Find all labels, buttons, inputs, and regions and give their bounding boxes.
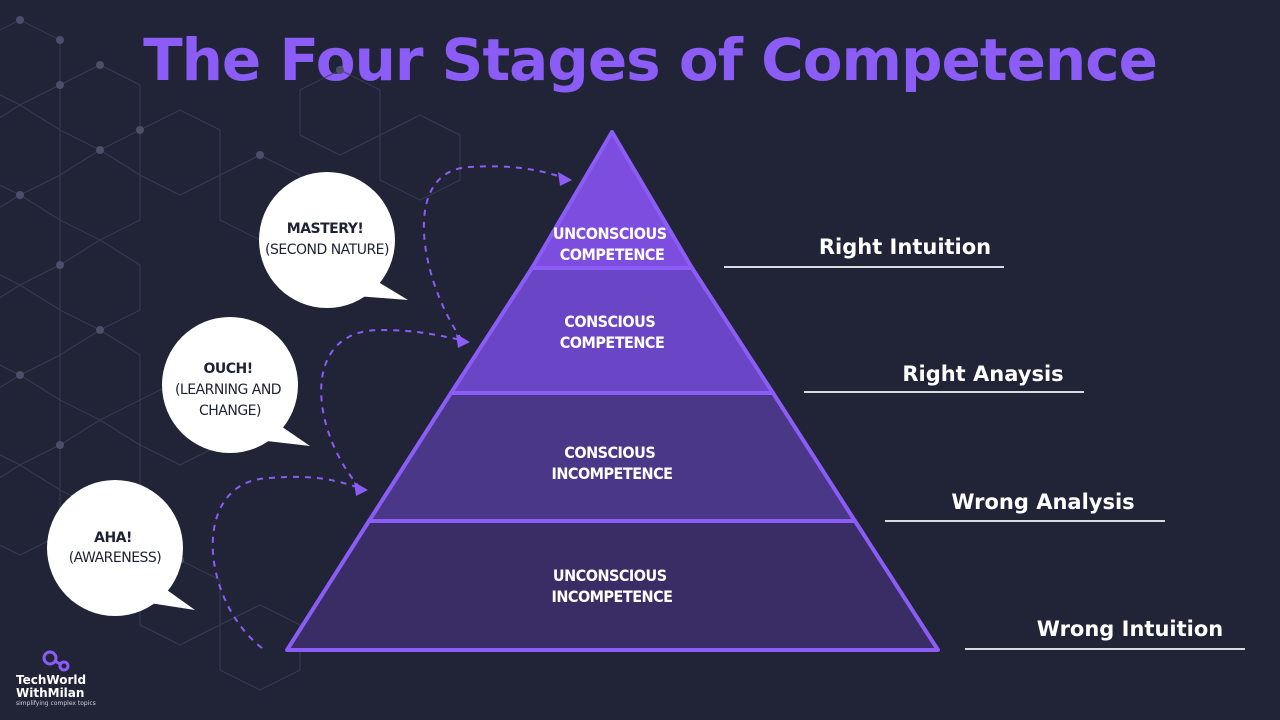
progress-arrows <box>211 165 566 649</box>
outcome-underline <box>804 391 1084 393</box>
arrow-mastery-to-top <box>423 165 566 341</box>
svg-text:AHA! (AWARENESS): AHA! (AWARENESS) <box>69 530 162 566</box>
outcome-underline <box>885 520 1165 522</box>
arrow-head-3 <box>558 172 572 186</box>
stage-unconscious-incompetence <box>285 519 940 652</box>
svg-text:OUCH! (LEARNING AND: OUCH! (LEARNING AND CHANGE) <box>175 361 285 419</box>
stage-label-conscious-competence: CONSCIOUS COMPETENCE <box>560 312 665 352</box>
arrow-ouch-to-mastery <box>320 328 463 489</box>
stage-label-conscious-incompetence: CONSCIOUS INCOMPETENCE <box>551 443 672 483</box>
brand-logo: TechWorld WithMilan simplifying complex … <box>16 650 96 707</box>
logo-text-1: TechWorld <box>16 673 87 687</box>
pyramid <box>285 130 940 652</box>
arrow-heads <box>354 172 572 496</box>
logo-icon <box>42 650 70 672</box>
logo-text-2: WithMilan <box>16 686 85 700</box>
outcome-wrong-intuition: Wrong Intuition <box>1036 617 1224 641</box>
stage-label-unconscious-incompetence: UNCONSCIOUS INCOMPETENCE <box>551 566 672 606</box>
arrow-head-2 <box>456 334 470 348</box>
bubble-mastery: MASTERY! (SECOND NATURE) <box>259 172 408 308</box>
bubble-ouch: OUCH! (LEARNING AND CHANGE) <box>162 317 310 453</box>
outcome-wrong-analysis: Wrong Analysis <box>951 490 1135 514</box>
outcome-underline <box>724 266 1004 268</box>
logo-tagline: simplifying complex topics <box>16 700 96 707</box>
outcome-right-analysis: Right Anaysis <box>902 362 1064 386</box>
outcome-underline <box>965 648 1245 650</box>
arrow-aha-to-ouch <box>211 475 361 649</box>
arrow-head-1 <box>354 482 368 496</box>
stage-label-unconscious-competence: UNCONSCIOUS COMPETENCE <box>553 224 671 264</box>
outcome-right-intuition: Right Intuition <box>818 235 992 259</box>
page-title: The Four Stages of Competence <box>143 26 1158 94</box>
bubble-aha: AHA! (AWARENESS) <box>47 480 195 616</box>
svg-text:MASTERY! (SECOND NATURE): MASTERY! (SECOND NATURE) <box>265 221 389 258</box>
